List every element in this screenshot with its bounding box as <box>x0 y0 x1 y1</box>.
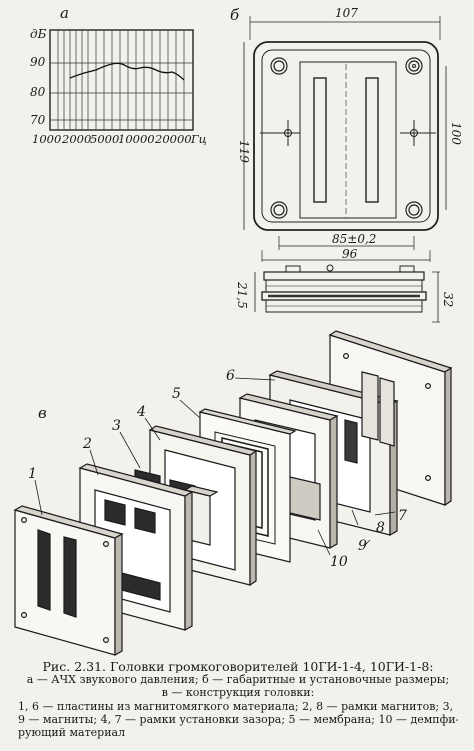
panel-b-label: б <box>230 6 240 24</box>
caption-line-5: 9 — магниты; 4, 7 — рамки установки зазо… <box>18 712 458 726</box>
x-tick-10000: 10000 <box>118 132 155 146</box>
dim-depth-32: 32 <box>441 292 455 307</box>
part-label-7: 7 <box>398 508 407 524</box>
caption-line-2: а — АЧХ звукового давления; б — габаритн… <box>26 673 450 687</box>
slot-right <box>365 77 379 203</box>
panel-a-frequency-response: а дБ 90 80 70 <box>30 4 207 146</box>
slot-left <box>313 77 327 203</box>
part-label-8: 8 <box>376 520 385 536</box>
part-label-4: 4 <box>136 404 146 420</box>
figure: а дБ 90 80 70 <box>13 4 463 657</box>
panel-b-dimension-drawing: б 107 119 100 <box>230 6 463 323</box>
part-label-10: 10 <box>330 554 348 570</box>
part-label-2: 2 <box>82 436 92 452</box>
front-plate-outline <box>253 41 439 231</box>
y-tick-80: 80 <box>30 85 46 99</box>
part-label-3: 3 <box>112 418 121 434</box>
panel-a-label: а <box>60 4 69 22</box>
dim-width-96: 96 <box>342 247 358 261</box>
caption-line-4: 1, 6 — пластины из магнитомягкого матери… <box>18 699 454 713</box>
dim-height-119: 119 <box>237 140 251 163</box>
part-label-9: 9 <box>358 538 367 554</box>
x-tick-1000: 1000 <box>32 132 61 146</box>
part-label-5: 5 <box>172 386 181 402</box>
panel-v-exploded-view: в <box>13 330 453 657</box>
figure-caption: Рис. 2.31. Головки громкоговорителей 10Г… <box>18 660 458 739</box>
side-view <box>261 264 427 313</box>
x-tick-5000: 5000 <box>90 132 119 146</box>
y-tick-90: 90 <box>30 55 46 69</box>
part-label-6: 6 <box>226 368 235 384</box>
part-label-1: 1 <box>28 466 37 482</box>
dim-depth-21-5: 21,5 <box>235 281 249 309</box>
dim-hole-spacing: 85±0,2 <box>332 232 376 246</box>
dim-height-100: 100 <box>449 122 463 145</box>
caption-title: Рис. 2.31. Головки громкоговорителей 10Г… <box>42 660 434 674</box>
part-2-magnet-frame <box>78 463 194 632</box>
y-unit-label: дБ <box>30 27 47 41</box>
response-curve <box>69 62 185 81</box>
caption-line-6: рующий материал <box>18 726 126 740</box>
caption-line-3: в — конструкция головки: <box>161 686 315 700</box>
x-tick-20000: 20000 <box>154 132 192 146</box>
x-tick-2000: 2000 <box>61 132 91 146</box>
x-unit-label: Гц <box>190 132 207 146</box>
dim-width-107: 107 <box>335 6 358 20</box>
panel-v-label: в <box>38 404 47 422</box>
y-tick-70: 70 <box>30 113 46 127</box>
